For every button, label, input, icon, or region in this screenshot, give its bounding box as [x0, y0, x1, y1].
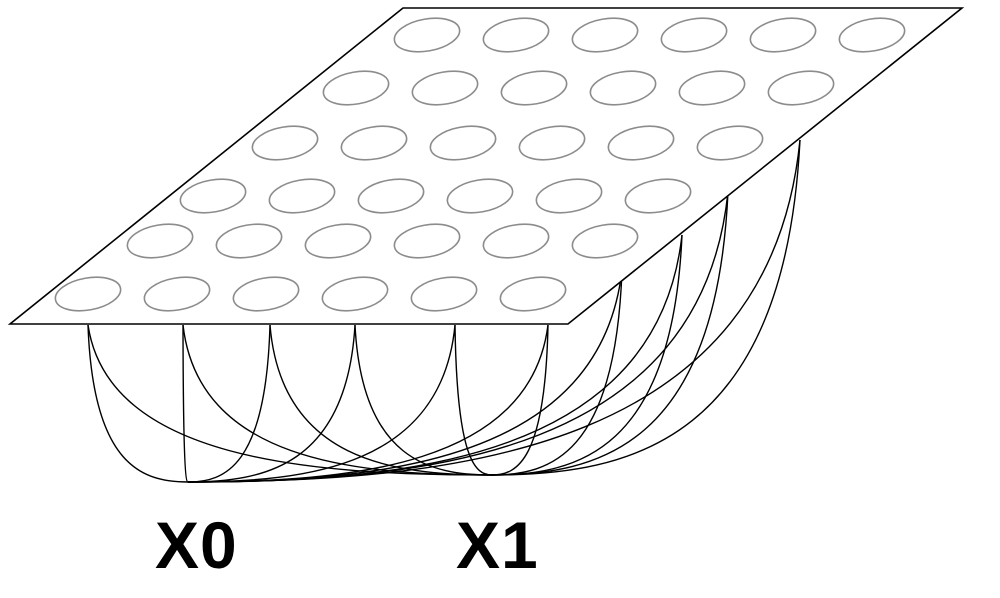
connection-x1-to-3: [269, 324, 493, 476]
neuron-r5-c5: [482, 223, 550, 259]
connections: [87, 139, 801, 483]
connection-x1-to-6: [491, 324, 549, 476]
neuron-r2-c5: [678, 70, 746, 106]
neuron-r3-c3: [429, 125, 497, 161]
neuron-r3-c5: [607, 125, 675, 161]
neuron-grid: [54, 17, 906, 312]
neuron-r3-c4: [518, 125, 586, 161]
neuron-r2-c4: [589, 70, 657, 106]
connection-x0-to-3: [187, 324, 271, 483]
neuron-r4-c6: [624, 178, 692, 214]
neuron-r1-c6: [838, 17, 906, 53]
neuron-r2-c3: [500, 70, 568, 106]
connection-x1-to-2: [182, 324, 493, 476]
neuron-r1-c1: [393, 17, 461, 53]
neuron-r1-c5: [749, 17, 817, 53]
connection-x0-to-1: [87, 324, 189, 483]
connection-x1-to-5: [454, 324, 493, 476]
neuron-r6-c2: [143, 276, 211, 312]
neuron-r6-c1: [54, 276, 122, 312]
connection-x0-to-4: [187, 324, 356, 483]
neuron-r5-c6: [571, 223, 639, 259]
connection-x0-to-10: [187, 139, 801, 483]
neuron-r2-c2: [411, 70, 479, 106]
neuron-r2-c6: [767, 70, 835, 106]
neuron-r5-c1: [126, 223, 194, 259]
neuron-r6-c5: [410, 276, 478, 312]
neuron-r5-c4: [393, 223, 461, 259]
input-node-label-x1: X1: [456, 508, 539, 582]
neuron-r3-c2: [340, 125, 408, 161]
neuron-r3-c6: [696, 125, 764, 161]
neuron-r6-c6: [499, 276, 567, 312]
input-node-label-x0: X0: [155, 508, 238, 582]
neuron-r1-c4: [660, 17, 728, 53]
neuron-r4-c2: [268, 178, 336, 214]
neuron-r1-c3: [571, 17, 639, 53]
connection-x1-to-10: [491, 139, 801, 476]
connection-x0-to-2: [182, 324, 189, 483]
connection-x1-to-4: [354, 324, 493, 476]
neuron-r4-c5: [535, 178, 603, 214]
neuron-r5-c3: [304, 223, 372, 259]
neuron-lattice-plane: [7, 7, 965, 325]
neuron-r4-c4: [446, 178, 514, 214]
neuron-r4-c3: [357, 178, 425, 214]
neuron-r6-c4: [321, 276, 389, 312]
neuron-r5-c2: [215, 223, 283, 259]
connection-x1-to-7: [491, 269, 623, 476]
neuron-r2-c1: [322, 70, 390, 106]
neuron-r6-c3: [232, 276, 300, 312]
neuron-r3-c1: [251, 125, 319, 161]
connection-x1-to-1: [87, 324, 493, 476]
neuron-r1-c2: [482, 17, 550, 53]
neuron-r4-c1: [179, 178, 247, 214]
